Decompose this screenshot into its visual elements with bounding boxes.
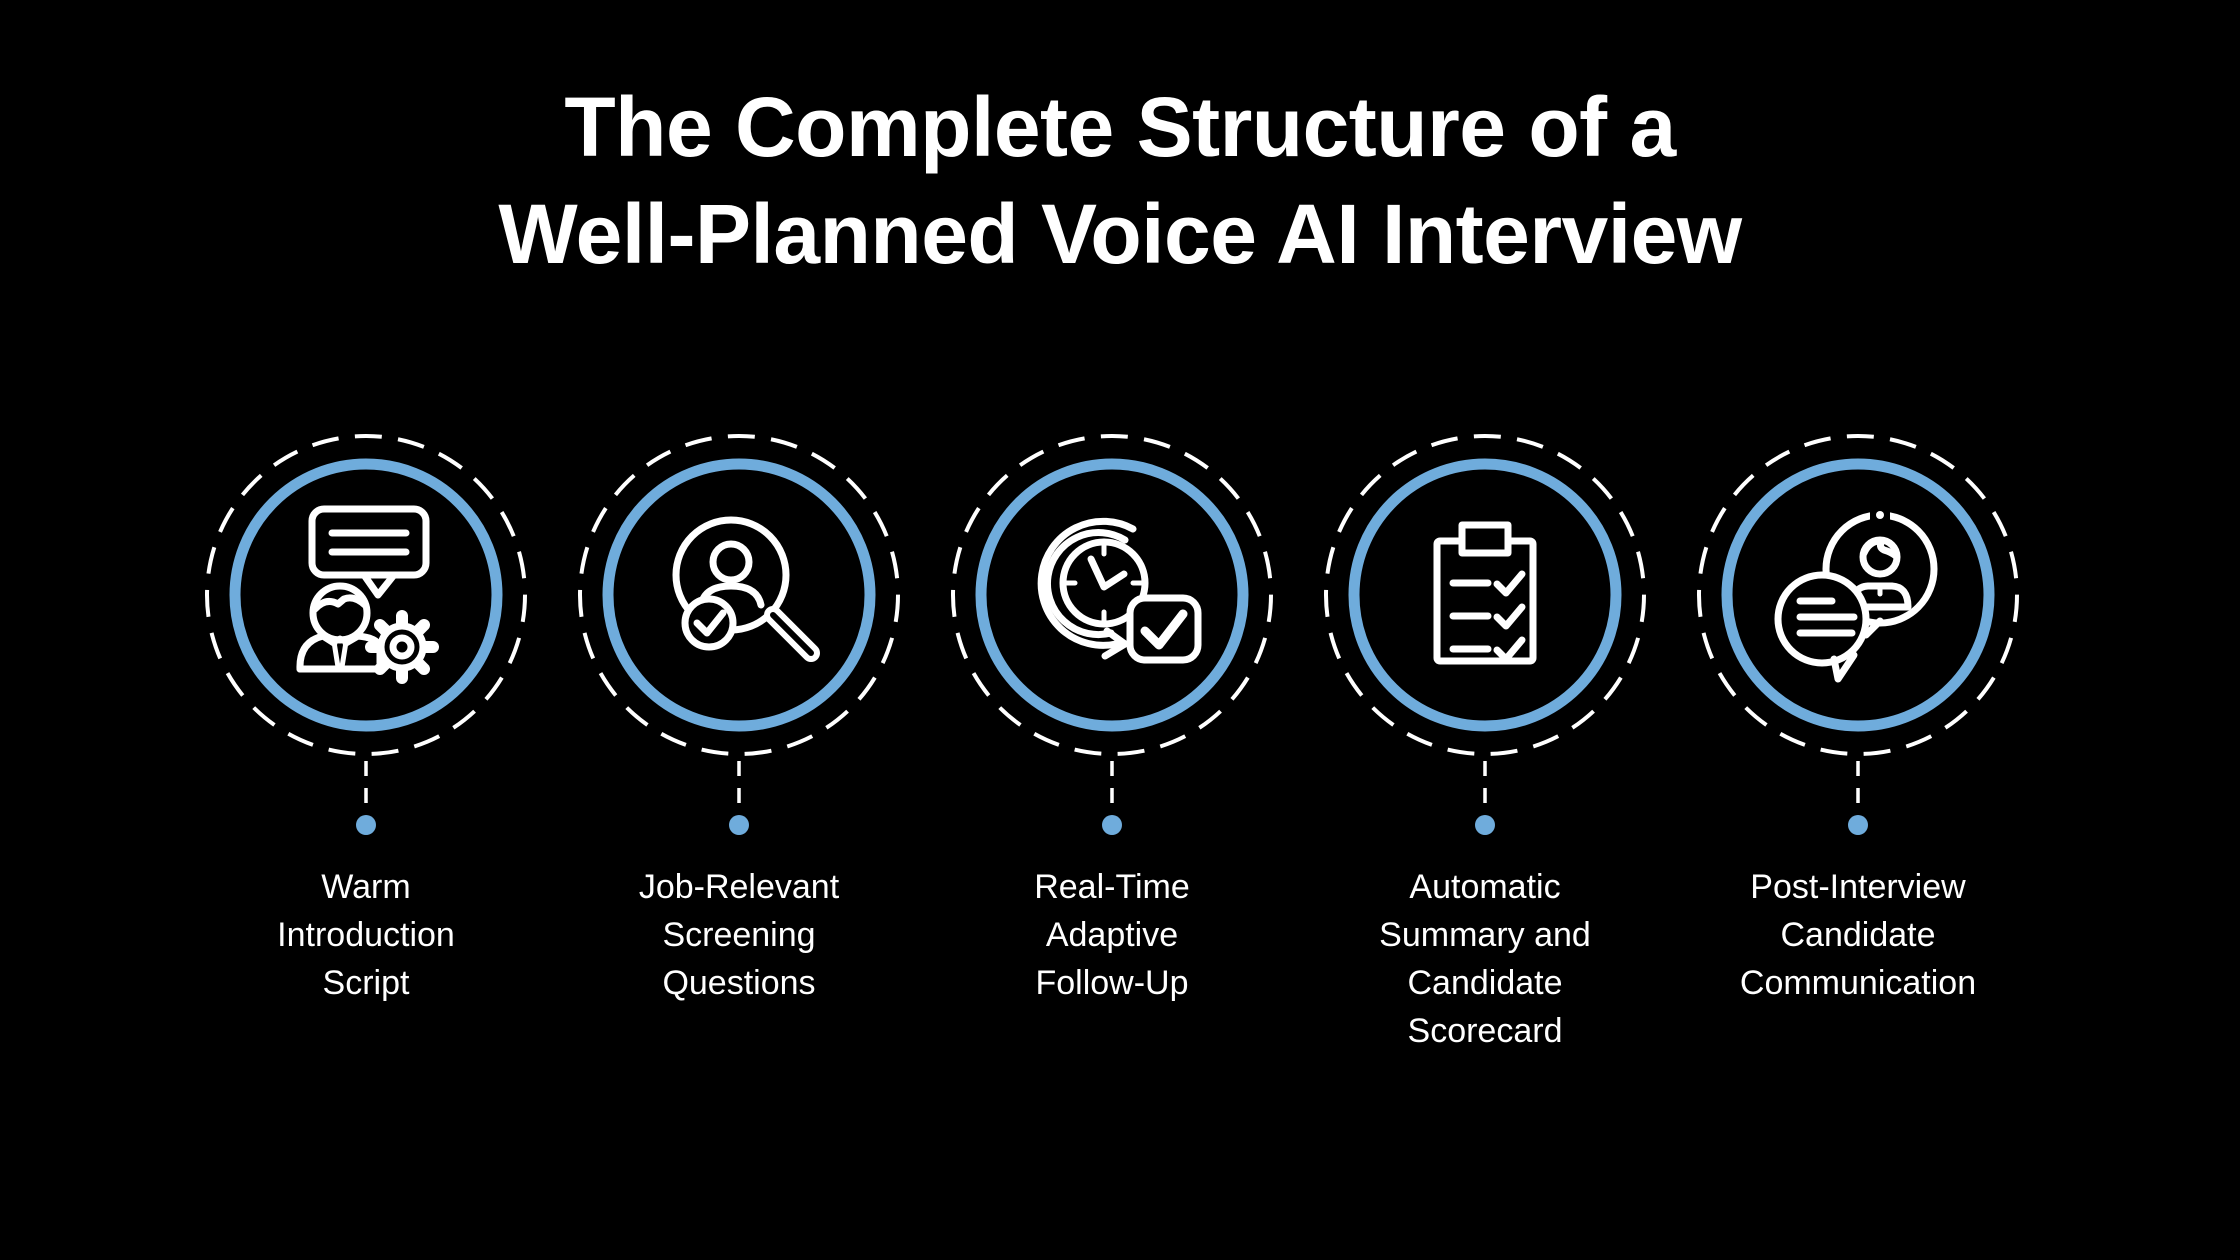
clock-refresh-check-icon <box>1037 517 1202 664</box>
step-dot <box>729 815 749 835</box>
step-dot <box>356 815 376 835</box>
dashed-circle <box>578 434 900 756</box>
accent-ring <box>1721 458 1995 732</box>
step-dot <box>1102 815 1122 835</box>
step-label: Automatic Summary and Candidate Scorecar… <box>1379 868 1591 1050</box>
step-connector <box>729 761 749 835</box>
checklist-clipboard-icon <box>1433 521 1537 665</box>
step-adaptive-follow-up: Real-Time Adaptive Follow-Up <box>950 433 1274 1007</box>
step-post-interview-communication: Post-Interview Candidate Communication <box>1696 433 2020 1007</box>
step-screening-questions: Job-Relevant Screening Questions <box>577 433 901 1007</box>
page-title: The Complete Structure of a Well-Planned… <box>498 80 1742 281</box>
accent-ring <box>229 458 503 732</box>
accent-ring <box>1348 458 1622 732</box>
step-badge <box>578 434 900 756</box>
dashed-circle <box>205 434 527 756</box>
step-label: Real-Time Adaptive Follow-Up <box>1034 868 1190 1002</box>
dashed-circle <box>951 434 1273 756</box>
step-summary-scorecard: Automatic Summary and Candidate Scorecar… <box>1323 433 1647 1055</box>
step-connector <box>1475 761 1495 835</box>
accent-ring <box>975 458 1249 732</box>
step-connector <box>1848 761 1868 835</box>
step-dot <box>1475 815 1495 835</box>
dashed-circle <box>1324 434 1646 756</box>
step-dot <box>1848 815 1868 835</box>
step-badge <box>1324 434 1646 756</box>
accent-ring <box>602 458 876 732</box>
step-connector <box>1102 761 1122 835</box>
step-label: Job-Relevant Screening Questions <box>638 868 840 1002</box>
dashed-circle <box>1697 434 2019 756</box>
step-badge <box>205 434 527 756</box>
candidate-search-check-icon <box>672 516 820 662</box>
person-chat-gear-icon <box>296 505 439 684</box>
step-label: Post-Interview Candidate Communication <box>1739 868 1977 1002</box>
step-connector <box>356 761 376 835</box>
step-badge <box>951 434 1273 756</box>
step-warm-introduction: Warm Introduction Script <box>204 433 528 1007</box>
chat-bubbles-person-icon <box>1774 509 1938 683</box>
step-badge <box>1697 434 2019 756</box>
step-label: Warm Introduction Script <box>277 868 455 1002</box>
